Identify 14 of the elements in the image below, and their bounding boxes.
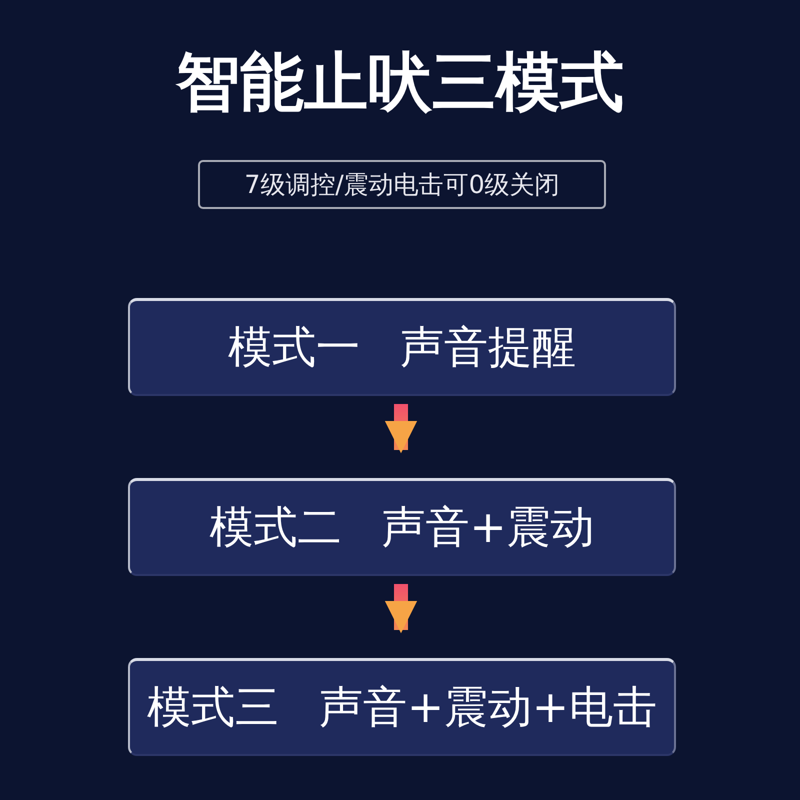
mode-box: [128, 658, 676, 756]
arrow: [384, 584, 418, 634]
mode-description: 声音+震动: [382, 501, 594, 555]
mode-name: 模式一: [228, 321, 360, 375]
note-text: 7级调控/震动电击可0级关闭: [244, 169, 560, 201]
title: 智能止吠三模式: [174, 45, 625, 122]
arrow: [384, 404, 418, 454]
mode-name: 模式二: [210, 501, 342, 555]
mode-name: 模式三: [147, 681, 280, 735]
note-box: [198, 160, 606, 209]
mode-description: 声音+震动+电击: [319, 681, 657, 735]
mode-box: [128, 298, 676, 396]
mode-description: 声音提醒: [400, 321, 576, 375]
mode-box: [128, 478, 676, 576]
